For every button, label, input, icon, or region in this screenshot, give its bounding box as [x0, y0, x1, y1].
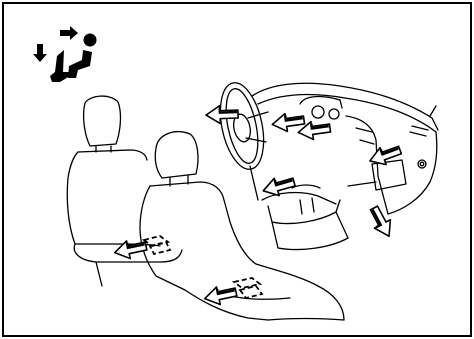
figure-border	[3, 3, 471, 336]
rear-seat	[67, 96, 182, 286]
airflow-arrow-passenger-footwell	[366, 204, 397, 241]
airflow-arrow-rear-floor	[113, 237, 148, 261]
steering-wheel	[213, 79, 270, 200]
airflow-arrow-console-vent	[261, 173, 297, 199]
face-feet-mode-icon	[33, 26, 97, 82]
front-floor-outlet	[234, 278, 262, 298]
